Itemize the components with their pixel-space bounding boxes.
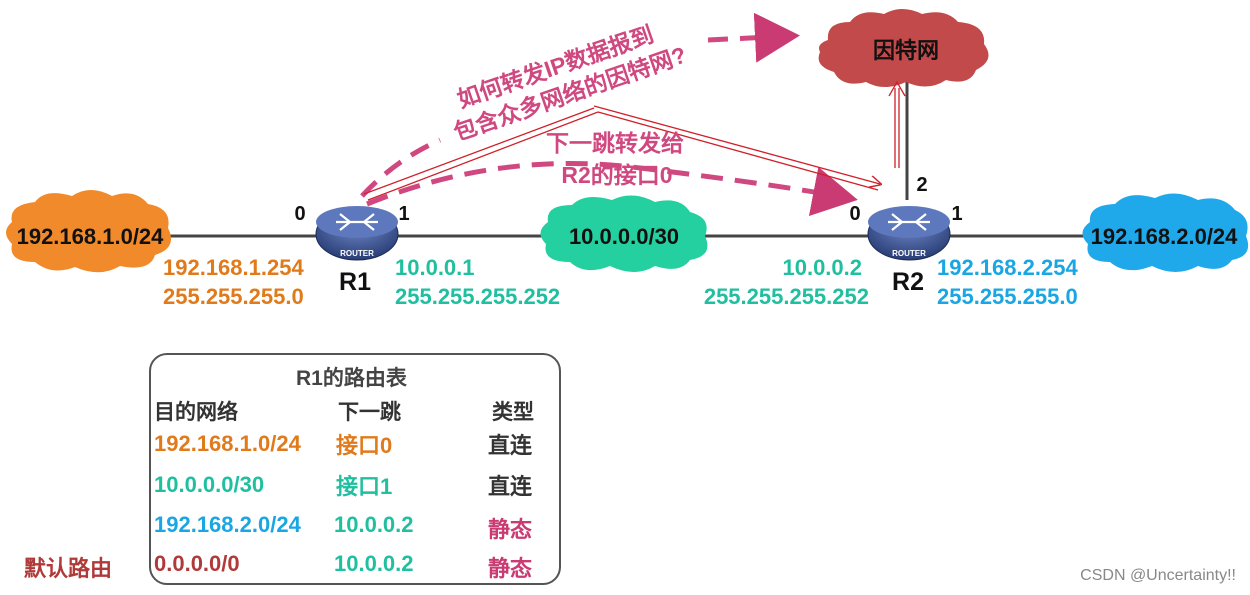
header-destination: 目的网络 xyxy=(154,401,238,424)
nexthop-line1: 下一跳转发给 xyxy=(546,130,684,156)
default-route-label: 默认路由 xyxy=(24,556,113,581)
nexthop-dashed-arrow xyxy=(366,161,858,216)
row1-type: 直连 xyxy=(488,433,533,458)
question-dashed-arrow-top xyxy=(707,12,800,63)
router-r1-arrows-icon xyxy=(336,213,378,231)
row3-type: 静态 xyxy=(488,517,533,542)
router-r2-arrows-icon xyxy=(888,213,930,231)
r2-name: R2 xyxy=(892,268,924,296)
r1-port0-label: 0 xyxy=(294,203,305,225)
red-route-arrow xyxy=(363,105,880,201)
cloud-internet-label: 因特网 xyxy=(873,38,939,63)
row3-nexthop: 10.0.0.2 xyxy=(334,512,414,537)
cloud-link-label: 10.0.0.0/30 xyxy=(569,224,679,249)
r1-if0-ip: 192.168.1.254 xyxy=(163,255,304,280)
router-r2-badge: ROUTER xyxy=(892,249,926,258)
red-up-arrow xyxy=(888,80,906,168)
router-r1[interactable]: ROUTER xyxy=(315,206,399,261)
nexthop-line2: R2的接口0 xyxy=(561,162,672,188)
r2-if0-ip: 10.0.0.2 xyxy=(782,255,862,280)
cloud-lan2-label: 192.168.2.0/24 xyxy=(1091,224,1239,249)
row4-dest: 0.0.0.0/0 xyxy=(154,551,240,576)
cloud-internet: 因特网 xyxy=(818,9,989,87)
router-r1-badge: ROUTER xyxy=(340,249,374,258)
r2-if1-mask: 255.255.255.0 xyxy=(937,284,1078,309)
r2-if0-mask: 255.255.255.252 xyxy=(704,284,869,309)
cloud-lan1-label: 192.168.1.0/24 xyxy=(17,224,165,249)
r1-name: R1 xyxy=(339,268,371,296)
row3-dest: 192.168.2.0/24 xyxy=(154,512,301,537)
router-r2[interactable]: ROUTER xyxy=(867,206,951,261)
row1-dest: 192.168.1.0/24 xyxy=(154,431,301,456)
row4-nexthop: 10.0.0.2 xyxy=(334,551,414,576)
watermark: CSDN @Uncertainty!! xyxy=(1080,567,1236,584)
row1-nexthop: 接口0 xyxy=(336,433,393,458)
row2-dest: 10.0.0.0/30 xyxy=(154,472,265,497)
r2-port2-label: 2 xyxy=(916,174,927,196)
route-table-frame xyxy=(149,353,561,585)
header-type: 类型 xyxy=(492,401,534,424)
cloud-lan2: 192.168.2.0/24 xyxy=(1082,193,1249,272)
r1-port1-label: 1 xyxy=(398,203,409,225)
r1-if1-ip: 10.0.0.1 xyxy=(395,255,475,280)
cloud-lan1: 192.168.1.0/24 xyxy=(6,190,172,273)
r2-port1-label: 1 xyxy=(951,203,962,225)
r1-if0-mask: 255.255.255.0 xyxy=(163,284,304,309)
route-table-title: R1的路由表 xyxy=(296,367,407,390)
row4-type: 静态 xyxy=(488,556,533,581)
r2-port0-label: 0 xyxy=(849,203,860,225)
question-text: 如何转发IP数据报到 包含众多网络的因特网? xyxy=(450,21,689,146)
r1-if1-mask: 255.255.255.252 xyxy=(395,284,560,309)
row2-type: 直连 xyxy=(488,474,533,499)
question-dashed-arrow xyxy=(360,137,442,198)
r2-if1-ip: 192.168.2.254 xyxy=(937,255,1078,280)
row2-nexthop: 接口1 xyxy=(336,474,393,499)
cloud-link: 10.0.0.0/30 xyxy=(540,195,708,272)
header-nexthop: 下一跳 xyxy=(338,401,401,424)
